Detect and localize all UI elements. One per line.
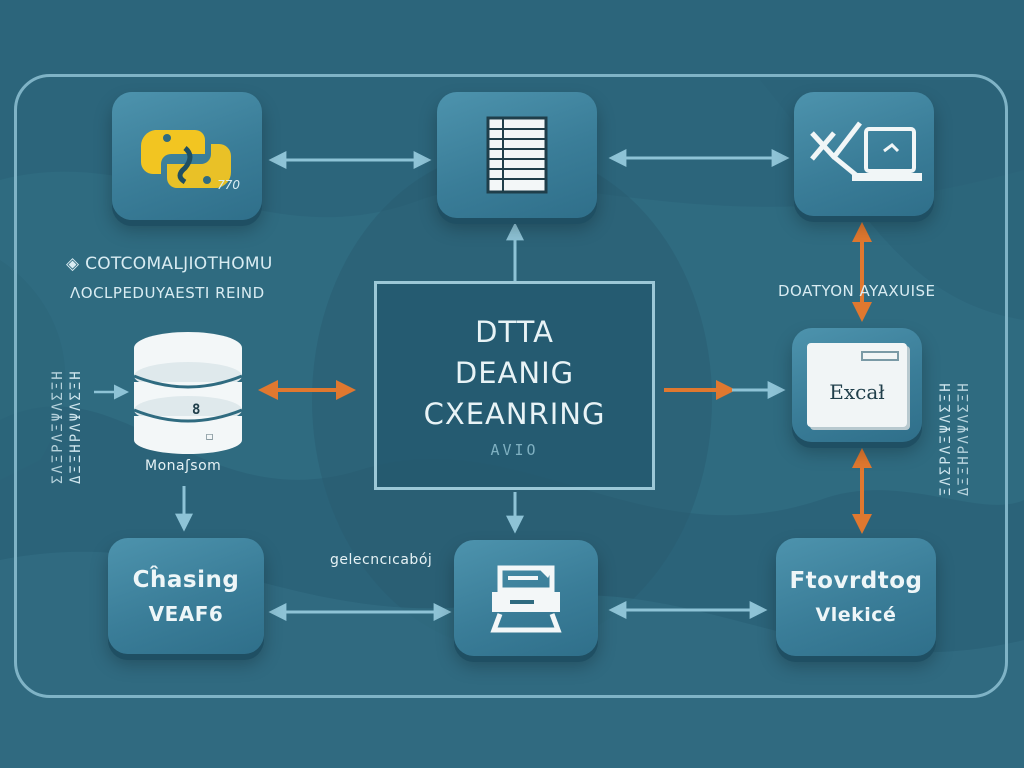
python-logo-icon — [140, 130, 232, 188]
bottom-right-node: Ftovrdtog Vlekicé — [776, 538, 936, 656]
python-node: 770 — [112, 92, 262, 220]
bottom-left-node: Cĥasing VEAF6 — [108, 538, 264, 654]
center-title-line-2: DEANIG — [454, 355, 575, 390]
database-caption: Monaʃsom — [145, 458, 222, 474]
bottom-right-label-1: Ftovrdtog — [789, 568, 923, 595]
spreadsheet-node — [437, 92, 597, 218]
excel-document-icon: Excał — [807, 343, 907, 427]
laptop-chart-icon — [810, 121, 922, 181]
left-vertical-text-2: ΣΛΞΡΛΞΨΛΣΞΗ — [50, 369, 66, 484]
right-vertical-text-2: ΔΞΞΗΡΛΨΛΣΞΗ — [956, 381, 972, 496]
left-title-2: ΛOCLPEDUYAESTI REIND — [70, 284, 265, 302]
data-transfer-icon — [490, 565, 562, 633]
bottom-mid-caption: gelecncıcabój — [330, 552, 433, 568]
spreadsheet-icon — [486, 116, 548, 194]
diagram-frame — [14, 74, 1008, 698]
bottom-left-label-2: VEAF6 — [148, 602, 224, 627]
center-title-line-1: DTTA — [475, 314, 554, 349]
python-caption: 770 — [217, 178, 240, 192]
excel-node: Excał — [792, 328, 922, 442]
right-vertical-text-1: ΞΛΣΡΛΞΨΛΣΞΗ — [938, 381, 954, 496]
bottom-right-label-2: Vlekicé — [815, 604, 897, 627]
data-cleaning-box: DTTA DEANIG CXEANRING AVIO — [374, 281, 655, 490]
database-mark-1: 8 — [192, 402, 200, 418]
excel-document-label: Excał — [829, 380, 885, 404]
database-mark-2: ☐ — [206, 429, 213, 443]
bottom-left-label-1: Cĥasing — [132, 566, 240, 593]
database-icon: 8 ☐ — [133, 332, 243, 454]
center-title-line-3: CXEANRING — [423, 397, 606, 432]
transfer-node — [454, 540, 598, 656]
right-title: DOATYON AYAXUISE — [778, 282, 936, 300]
laptop-node — [794, 92, 934, 216]
left-title-1: ◈ COTCOMALJIOTHOMU — [66, 254, 273, 274]
center-subtitle: AVIO — [490, 441, 539, 460]
left-vertical-text-1: ΔΞΞΗΡΛΨΛΣΞΗ — [68, 369, 84, 484]
